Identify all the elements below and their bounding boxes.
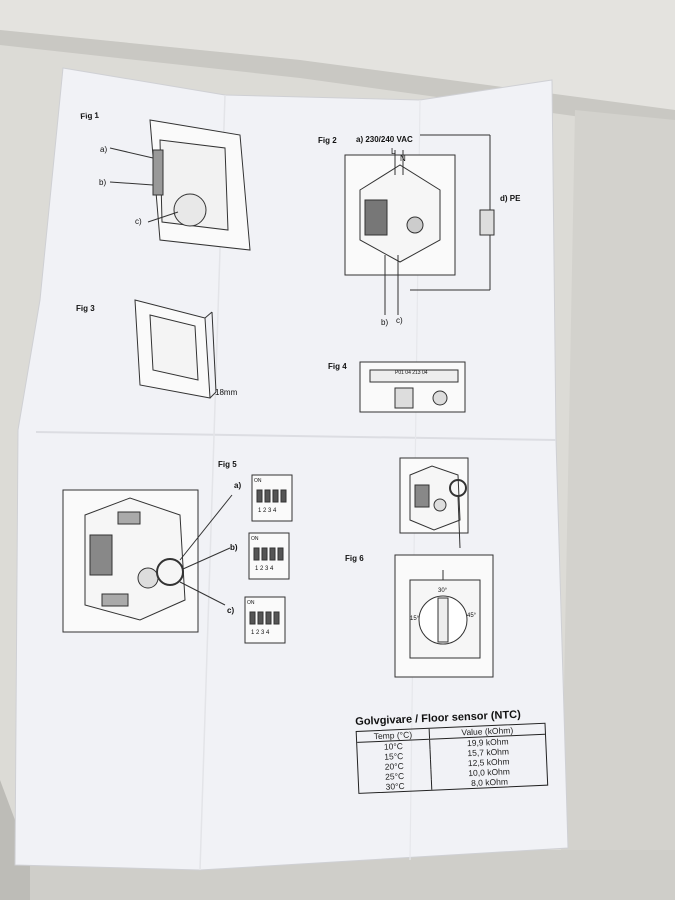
fig5-dip-on-1: ON [254,478,262,484]
fig4-label-code: P01 04 213 04 [395,370,428,376]
fig2-caption: Fig 2 [318,136,337,145]
fig1-drawing [109,119,251,251]
fig2-label-b: b) [381,318,389,327]
fig5-label-a: a) [234,481,242,490]
fig4-drawing [359,361,466,413]
fig5-dip-nums-2: 1 2 3 4 [255,566,274,572]
fig6-label-right: 45° [467,613,477,619]
floor-sensor-table: Golvgivare / Floor sensor (NTC) Temp (°C… [355,707,553,794]
fig5-label-b: b) [230,543,238,552]
fig5-dip-nums-3: 1 2 3 4 [251,630,270,636]
fig6-label-left: 15° [410,616,420,622]
fig2-label-supply: a) 230/240 VAC [356,135,413,144]
temp-cell: 30°C [358,779,433,793]
fig5-drawing [62,474,293,644]
fig2-label-N: N [400,154,406,163]
fig2-label-L: L [391,147,396,156]
fig2-label-c: c) [396,316,403,325]
fig6-caption: Fig 6 [345,554,364,563]
fig2-label-pe: d) PE [500,194,521,203]
fig6-drawing [394,457,494,678]
fig1-label-a: a) [100,145,108,154]
fig1-caption: Fig 1 [80,110,100,121]
fig1-label-c: c) [135,217,142,226]
fig3-drawing [134,299,217,399]
fig5-dip-on-2: ON [251,536,259,542]
fig3-label-depth: 18mm [215,388,238,397]
fig5-label-c: c) [227,606,235,615]
fig3-caption: Fig 3 [76,304,95,313]
table-body: Temp (°C) Value (kOhm) 10°C 19,9 kOhm 15… [355,722,549,794]
fig5-dip-nums-1: 1 2 3 4 [258,508,277,514]
fig5-caption: Fig 5 [218,460,237,469]
fig1-label-b: b) [99,178,107,187]
fig6-label-top: 30° [438,588,448,594]
fig5-dip-on-3: ON [247,600,255,606]
fig2-drawing [344,134,495,315]
fig4-caption: Fig 4 [328,362,347,371]
